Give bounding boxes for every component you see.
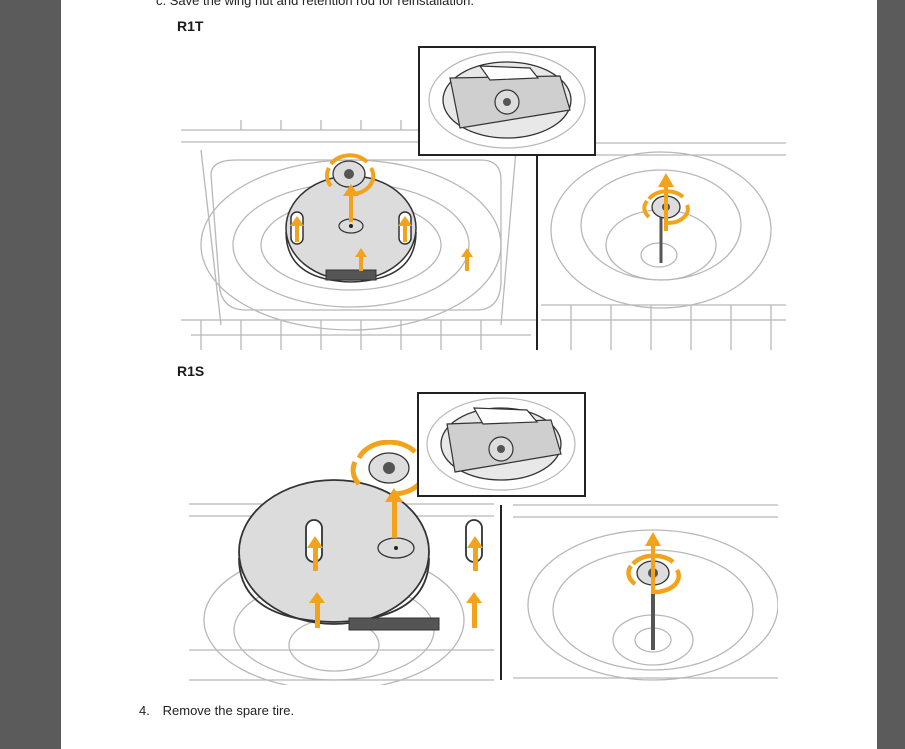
r1s-detail-inset [417,392,586,497]
viewer-right-scrollbar-area[interactable] [877,0,905,749]
r1t-detail-inset [418,46,596,156]
step-c-text: c. Save the wing nut and retention rod f… [156,0,474,8]
step-4-text: Remove the spare tire. [162,703,295,718]
step-4: 4. Remove the spare tire. [139,703,294,718]
section-title-r1s: R1S [177,363,205,379]
r1t-trunk-illustration [181,120,541,350]
step-4-number: 4. [139,703,150,718]
r1s-trunk-illustration [189,440,494,685]
section-title-r1t: R1T [177,18,204,34]
viewer-left-margin [0,0,61,749]
document-page: c. Save the wing nut and retention rod f… [61,0,877,749]
r1s-figure-divider [500,505,502,680]
r1t-figure-divider [536,135,538,350]
r1t-wheel-illustration [541,135,786,350]
r1s-wheel-illustration [513,500,778,685]
